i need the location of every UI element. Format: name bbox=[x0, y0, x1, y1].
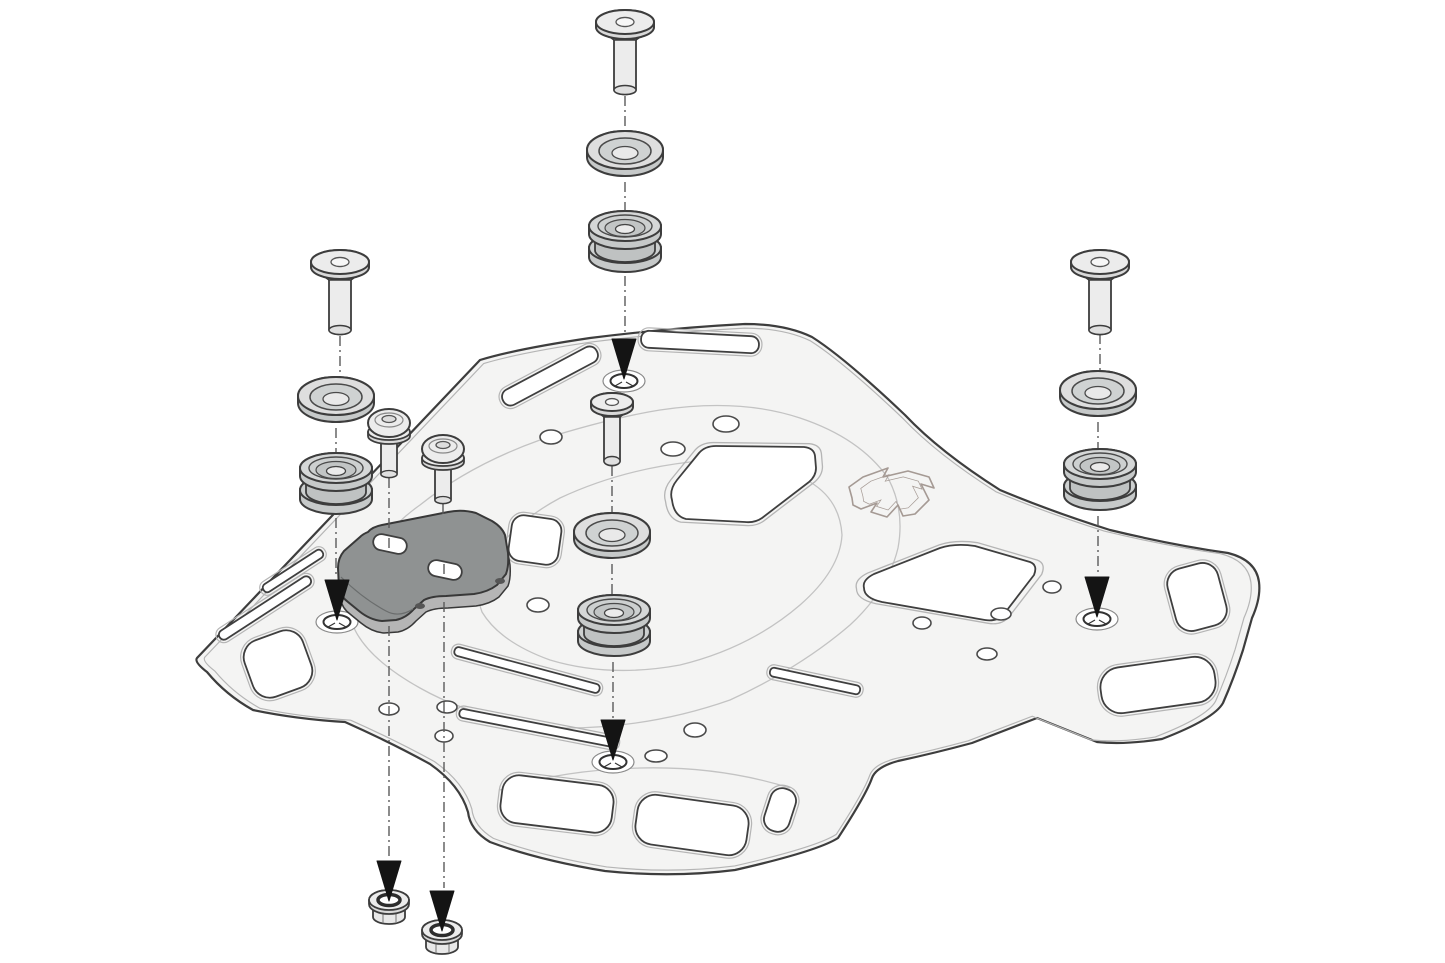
thin-slot-right bbox=[766, 664, 864, 698]
rubber-grommet bbox=[588, 210, 662, 273]
left-wing-slit-lower bbox=[215, 572, 315, 644]
assembly-arrow bbox=[376, 860, 402, 902]
button-head-screw-1 bbox=[367, 408, 411, 479]
rack-hole bbox=[712, 415, 740, 433]
center-top-cutout bbox=[663, 441, 824, 527]
adapter-plate-crease bbox=[340, 576, 414, 615]
assembly-arrow bbox=[429, 890, 455, 932]
rack-hole bbox=[644, 749, 668, 763]
hex-socket bbox=[435, 440, 451, 450]
left-wing-cutout bbox=[240, 626, 316, 702]
thin-slot-mid bbox=[450, 643, 604, 697]
adapter-plate bbox=[337, 509, 511, 634]
countersunk-screw-left bbox=[310, 249, 370, 336]
rack-hole bbox=[683, 722, 707, 738]
assembly-arrow bbox=[324, 579, 350, 621]
hex-socket bbox=[381, 414, 397, 424]
center-right-cutout bbox=[855, 540, 1044, 625]
flange-nut bbox=[368, 889, 410, 925]
hex-socket bbox=[330, 256, 350, 268]
bottom-cutout-left bbox=[496, 771, 618, 837]
top-handle-slot bbox=[637, 327, 763, 357]
top-left-slot bbox=[498, 342, 602, 410]
hex-socket bbox=[615, 16, 635, 28]
rack-hole bbox=[660, 441, 686, 457]
adapter-plate-slot bbox=[427, 559, 463, 581]
right-upper-cutout bbox=[1163, 559, 1231, 635]
rubber-grommet bbox=[577, 594, 651, 657]
bottom-small-oval bbox=[760, 784, 800, 836]
adapter-plate-slot bbox=[372, 533, 408, 555]
mount-hole-left bbox=[315, 610, 359, 634]
rack-hole bbox=[1042, 580, 1062, 594]
finishing-washer bbox=[1059, 370, 1137, 417]
hex-socket bbox=[1090, 256, 1110, 268]
adapter-plate-foot bbox=[415, 603, 425, 609]
right-wing-cutout bbox=[1096, 653, 1220, 717]
rack-hole bbox=[526, 597, 550, 613]
rack-contour-line bbox=[477, 460, 843, 672]
brand-logo-icon bbox=[848, 467, 935, 518]
assembly-arrows bbox=[324, 338, 1110, 932]
finishing-washer bbox=[586, 130, 664, 177]
finishing-washer bbox=[297, 376, 375, 423]
rack-hole bbox=[912, 616, 932, 630]
assembly-arrow bbox=[1084, 576, 1110, 618]
adapter-plate-foot bbox=[495, 578, 505, 584]
countersunk-screw-right bbox=[1070, 249, 1130, 336]
assembly-arrow bbox=[611, 338, 637, 380]
rack-hole bbox=[539, 429, 563, 445]
assembly-arrow bbox=[600, 719, 626, 761]
rack-hole bbox=[990, 607, 1012, 621]
bottom-cutout-right bbox=[631, 791, 753, 859]
rack-inner-edge-line bbox=[203, 327, 1252, 871]
countersunk-screw-center bbox=[590, 392, 634, 467]
countersunk-screw-top bbox=[595, 9, 655, 96]
finishing-washer bbox=[573, 512, 651, 559]
hardware bbox=[297, 9, 1137, 955]
rubber-grommet bbox=[299, 452, 373, 515]
button-head-screw-2 bbox=[421, 434, 465, 505]
rubber-grommet bbox=[1063, 448, 1137, 511]
hex-socket bbox=[604, 397, 620, 407]
rack-hole bbox=[436, 700, 458, 714]
rack-hole bbox=[976, 647, 998, 661]
mid-square-cutout bbox=[504, 511, 566, 569]
